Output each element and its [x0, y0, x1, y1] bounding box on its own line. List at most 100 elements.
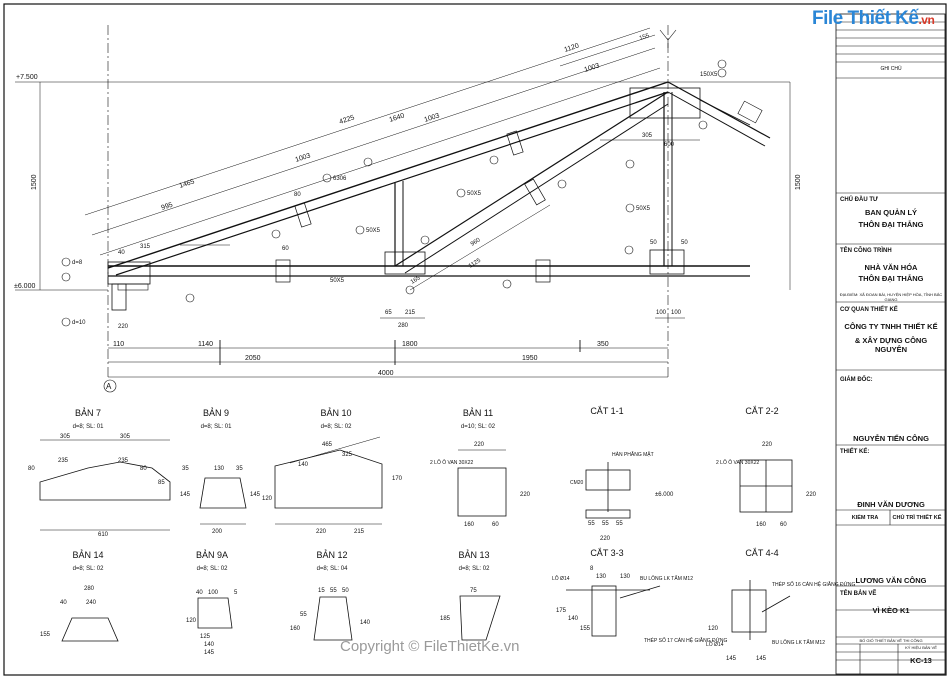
detail-5-dim-4: 220	[806, 492, 817, 498]
detail-10-dim-8: 155	[580, 626, 591, 632]
small-dim-5: 100	[656, 310, 667, 316]
detail-4-dim-0: HÀN PHẲNG MẶT	[612, 451, 654, 458]
gusset-ridge-bottom	[649, 249, 685, 275]
detail-4-title: CẮT 1-1	[590, 406, 623, 416]
bottom-dim-total: 4000	[378, 370, 394, 377]
title-block-frame	[835, 13, 946, 675]
detail-0-dim-1: 305	[120, 434, 131, 440]
detail-10-dim-2: 8	[590, 566, 594, 572]
detail-6-dim-2: 240	[86, 600, 97, 606]
bottom-dim-0: 110	[113, 341, 124, 348]
detail-0-dim-0: 305	[60, 434, 71, 440]
detail-4-dim-4: 55	[602, 521, 609, 527]
bottom-dim-4: 2050	[245, 355, 261, 362]
detail-11-dim-0: THÉP SỐ 16 CÁN HỆ GIẰNG ĐỨNG	[772, 580, 855, 588]
detail-7-dim-6: 120	[186, 618, 197, 624]
detail-5-dim-3: 60	[780, 522, 787, 528]
detail-1-title: BẢN 9	[203, 407, 229, 418]
chief-label: CHỦ TRÌ THIẾT KẾ	[892, 515, 942, 521]
detail-11-title: CẮT 4-4	[745, 548, 778, 558]
small-dim-15: 50	[650, 240, 657, 246]
top-dim-0: 4225	[338, 114, 355, 126]
small-dim-11: 165	[410, 275, 422, 286]
detail-10-dim-7: 140	[568, 616, 579, 622]
bottom-dim-2: 1800	[402, 341, 418, 348]
top-dim-2: 155	[639, 33, 651, 42]
note-label: GHI CHÚ	[880, 66, 902, 72]
logo-text: File Thiết Kế	[812, 8, 919, 29]
detail-3-dim-2: 60	[492, 522, 499, 528]
owner-label: CHỦ ĐẦU TƯ	[840, 197, 878, 203]
detail-8-dim-5: 140	[360, 620, 371, 626]
detail-3-dim-0: 220	[474, 442, 485, 448]
small-dim-2: 65	[385, 310, 392, 316]
diagonal-member	[394, 91, 669, 267]
top-dim-1: 1120	[563, 43, 580, 54]
sheet-border	[3, 3, 947, 676]
detail-3-dim-4: 2 LỖ Ô VAN 30X22	[430, 459, 473, 466]
detail-10-dim-5: THÉP SỐ 17 CÁN HỆ GIẰNG ĐỨNG	[644, 636, 727, 644]
small-dim-9: 960	[470, 237, 482, 248]
detail-2-spec: d=8; SL: 02	[321, 424, 353, 430]
small-dim-16: 50	[681, 240, 688, 246]
detail-8-title: BẢN 12	[316, 549, 347, 560]
detail-11-dim-5: 120	[708, 626, 719, 632]
detail-0-title: BẢN 7	[75, 407, 101, 418]
detail-8-spec: d=8; SL: 04	[317, 566, 349, 572]
detail-3-title: BẢN 11	[463, 407, 493, 418]
detail-2-dim-4: 215	[354, 529, 365, 535]
detail-11-dim-3: 145	[726, 656, 737, 662]
detail-4-dim-3: 55	[588, 521, 595, 527]
detail-10-dim-0: LỖ Ø14	[552, 575, 570, 582]
detail-7-dim-5: 145	[204, 650, 215, 656]
callout-bubbles	[61, 59, 727, 393]
callout-0: d=8	[72, 260, 83, 266]
detail-6-dim-0: 280	[84, 586, 95, 592]
detail-9-spec: d=8; SL: 02	[459, 566, 491, 572]
small-dim-8: 600	[664, 142, 675, 148]
small-dim-7: 305	[642, 133, 653, 139]
check-person: LƯƠNG VĂN CÔNG	[855, 576, 927, 585]
small-dim-1: 220	[118, 324, 129, 330]
detail-1-dim-0: 35	[182, 466, 189, 472]
watermark: Copyright © FileThietKe.vn	[340, 638, 520, 655]
detail-0-dim-8: 85	[158, 480, 165, 486]
callout-3: 50X5	[366, 228, 381, 234]
detail-7-dim-2: 5	[234, 590, 238, 596]
gusset-mid	[384, 251, 426, 275]
top-dim-3: 1640	[388, 112, 405, 124]
project-label: TÊN CÔNG TRÌNH	[840, 248, 892, 254]
detail-2-dim-0: 465	[322, 442, 333, 448]
bottom-dim-5: 1950	[522, 355, 538, 362]
detail-8-dim-2: 50	[342, 588, 349, 594]
height-dim-right: 1500	[795, 174, 802, 190]
level-bottom: ±6.000	[14, 283, 35, 290]
top-dim-8: 995	[160, 202, 173, 212]
sheet-number: KC-13	[910, 656, 932, 665]
detail-4-dim-2: ±6.000	[655, 492, 674, 498]
detail-9-dim-0: 185	[440, 616, 451, 622]
detail-2-dim-3: 220	[316, 529, 327, 535]
site-logo: File Thiết Kế.vn	[812, 8, 935, 30]
logo-suffix: .vn	[918, 13, 935, 27]
detail-9-dim-1: 75	[470, 588, 477, 594]
detail-11-dim-2: LỖ Ø14	[706, 641, 724, 648]
detail-6-dim-3: 155	[40, 632, 51, 638]
designer-line-2: & XÂY DỰNG CÔNG NGUYÊN	[854, 336, 928, 354]
detail-4-dim-6: 220	[600, 536, 611, 542]
bottom-dim-3: 350	[597, 341, 609, 348]
detail-10-title: CẮT 3-3	[590, 548, 623, 558]
detail-1-dim-1: 130	[214, 466, 225, 472]
detail-8-dim-0: 15	[318, 588, 325, 594]
detail-7-spec: d=8; SL: 02	[197, 566, 229, 572]
designer-line-1: CÔNG TY TNHH THIẾT KẾ	[844, 322, 938, 331]
detail-8-dim-3: 160	[290, 626, 301, 632]
detail-0-dim-5: 80	[140, 466, 147, 472]
eave-chord	[667, 81, 771, 139]
design-label: THIẾT KẾ:	[840, 449, 870, 455]
drawing-desc: BỐ GIÓ THIẾT BẢN VẼ THI CÔNG	[859, 638, 923, 643]
detail-3-dim-1: 160	[464, 522, 475, 528]
